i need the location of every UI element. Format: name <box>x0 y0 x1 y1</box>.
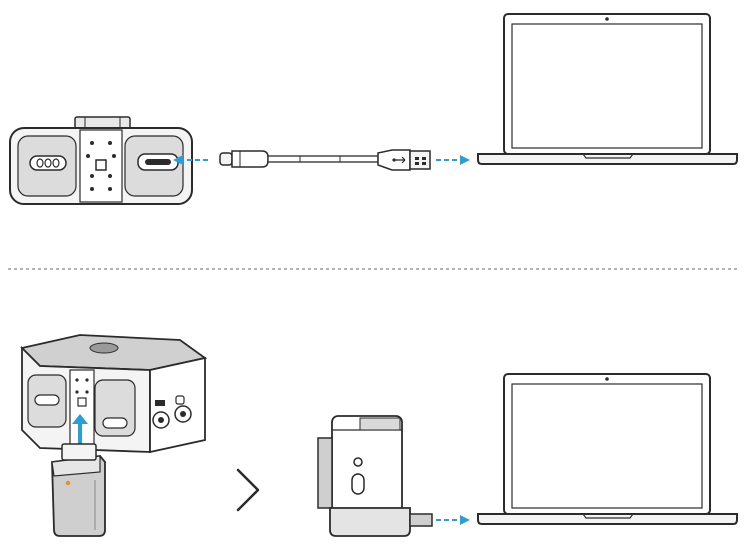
transmitter-device-angled <box>20 334 208 454</box>
usb-icon <box>392 156 406 164</box>
transmitter-device-front <box>9 116 193 205</box>
chevron-right-icon <box>236 468 260 512</box>
laptop-top <box>477 13 738 165</box>
laptop-bottom <box>477 373 738 525</box>
usb-receiver <box>51 443 106 537</box>
receiver-adapter <box>317 415 433 537</box>
usb-c-cable <box>219 149 431 171</box>
